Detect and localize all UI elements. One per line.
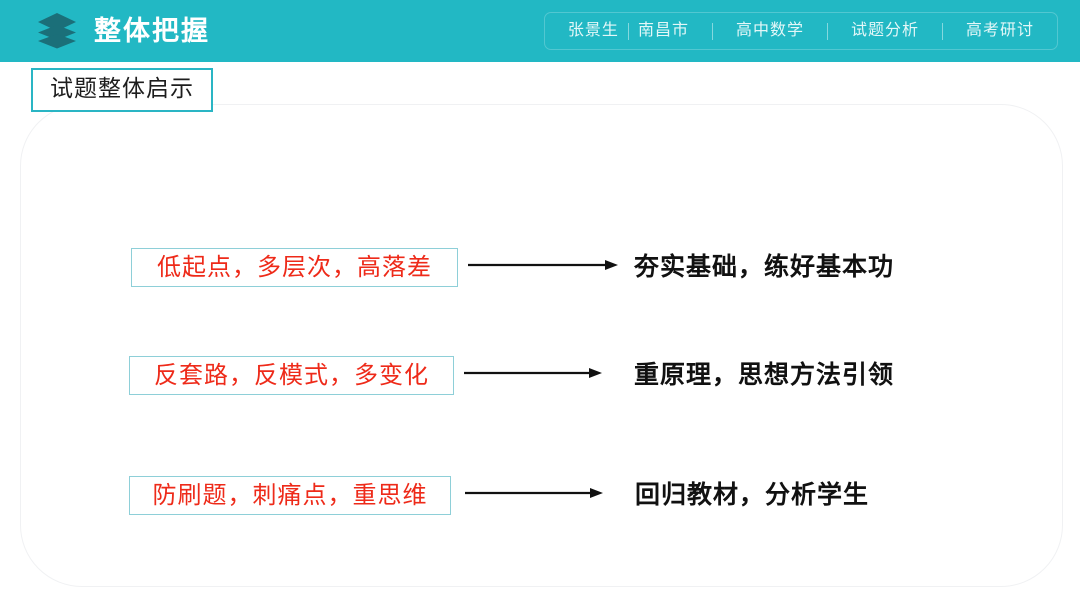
insight-source-box: 反套路，反模式，多变化 [129, 356, 454, 395]
breadcrumb-separator [941, 22, 943, 40]
breadcrumb-item-analysis[interactable]: 试题分析 [850, 22, 919, 39]
page-title: 整体把握 [94, 15, 210, 46]
insight-source-text: 低起点，多层次，高落差 [157, 253, 432, 281]
header-left-group: 整体把握 [36, 11, 210, 51]
insight-source-box: 低起点，多层次，高落差 [131, 248, 458, 287]
header-bar: 整体把握 张景生 南昌市 高中数学 试题分析 高考研讨 [0, 0, 1080, 62]
insight-row: 防刷题，刺痛点，重思维 回归教材，分析学生 [109, 476, 869, 515]
insight-source-box: 防刷题，刺痛点，重思维 [129, 476, 451, 515]
breadcrumb-item-author[interactable]: 张景生 [567, 22, 619, 39]
right-arrow-icon [468, 257, 618, 278]
breadcrumb-item-city[interactable]: 南昌市 [637, 22, 689, 39]
breadcrumb-separator [711, 22, 713, 40]
insight-result-text: 回归教材，分析学生 [635, 481, 870, 509]
breadcrumb-separator [627, 22, 629, 40]
insight-source-text: 防刷题，刺痛点，重思维 [152, 481, 428, 509]
breadcrumb: 张景生 南昌市 高中数学 试题分析 高考研讨 [543, 12, 1058, 50]
breadcrumb-item-subject[interactable]: 高中数学 [735, 22, 804, 39]
section-label-chip: 试题整体启示 [31, 68, 213, 112]
right-arrow-icon [465, 485, 603, 506]
breadcrumb-separator [826, 22, 828, 40]
content-card: 低起点，多层次，高落差 夯实基础，练好基本功 反套路，反模式，多变化 [20, 104, 1063, 587]
breadcrumb-item-seminar[interactable]: 高考研讨 [965, 22, 1034, 39]
insight-source-text: 反套路，反模式，多变化 [154, 361, 429, 389]
section-label-text: 试题整体启示 [50, 75, 194, 101]
insight-row: 反套路，反模式，多变化 重原理，思想方法引领 [109, 356, 894, 395]
insight-row: 低起点，多层次，高落差 夯实基础，练好基本功 [109, 248, 894, 287]
insight-result-text: 夯实基础，练好基本功 [634, 253, 895, 281]
insight-result-text: 重原理，思想方法引领 [634, 361, 895, 389]
layers-stack-icon [36, 11, 78, 51]
right-arrow-icon [464, 365, 602, 386]
